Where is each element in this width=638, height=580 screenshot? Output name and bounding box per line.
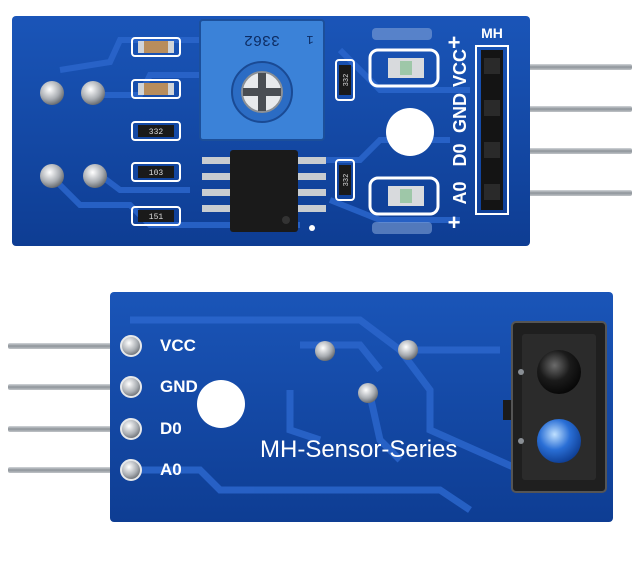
- ic-chip: [202, 150, 326, 232]
- top-label-d0: D0: [450, 143, 470, 166]
- resistor-3: 151: [131, 206, 181, 226]
- pin-d0: [500, 148, 632, 154]
- bottom-header-pins: [8, 343, 124, 473]
- top-label-gnd: GND: [450, 93, 470, 133]
- pin-d0-bottom: [8, 426, 124, 432]
- top-smd-components: 332 103 151 332 332: [131, 37, 355, 226]
- top-label-a0: A0: [450, 181, 470, 204]
- resistor-1: 332: [131, 121, 181, 141]
- top-mounting-hole: [386, 108, 434, 156]
- pin-a0-bottom: [8, 467, 124, 473]
- resistor-2-code: 103: [149, 169, 164, 178]
- blurred-label-bottom: [372, 222, 432, 234]
- top-header-pins: [500, 64, 632, 196]
- plus-top: +: [448, 30, 461, 55]
- bottom-mounting-hole: [197, 380, 245, 428]
- pin-a0: [500, 190, 632, 196]
- pot-pin-mark: 1: [306, 32, 313, 46]
- resistor-side-1: 332: [335, 59, 355, 101]
- side-resistor-2-code: 332: [343, 174, 351, 187]
- bottom-label-vcc: VCC: [160, 336, 196, 355]
- pot-code: 3362: [244, 31, 280, 48]
- plus-bottom: +: [448, 210, 461, 235]
- blurred-label-top: [372, 28, 432, 40]
- resistor-3-code: 151: [149, 213, 164, 222]
- top-header-housing: [475, 45, 509, 215]
- pin-gnd-bottom: [8, 384, 124, 390]
- cap-1: [131, 37, 181, 57]
- ir-emitter-led: [537, 419, 581, 463]
- bottom-traces: [130, 316, 522, 513]
- brand-label: MH: [481, 25, 503, 41]
- pin-gnd: [500, 106, 632, 112]
- side-resistor-1-code: 332: [343, 74, 351, 87]
- bottom-pin-pads: [120, 335, 142, 481]
- cap-2: [131, 79, 181, 99]
- top-solder-pads: [40, 81, 107, 188]
- resistor-1-code: 332: [149, 128, 164, 137]
- resistor-2: 103: [131, 162, 181, 182]
- bottom-label-a0: A0: [160, 460, 182, 479]
- bottom-solder-joints: [315, 340, 418, 403]
- power-led: [368, 48, 440, 88]
- top-board: 332 103 151 332 332: [12, 16, 632, 246]
- ir-sensor-housing: [503, 321, 607, 493]
- ir-receiver-led: [537, 350, 581, 394]
- potentiometer: 3362 1: [199, 19, 325, 141]
- pin-vcc-bottom: [8, 343, 124, 349]
- pin-vcc: [500, 64, 632, 70]
- bottom-label-d0: D0: [160, 419, 182, 438]
- bottom-board: VCC GND D0 A0 MH-Sensor-Series: [8, 292, 613, 522]
- resistor-side-2: 332: [335, 159, 355, 201]
- top-label-vcc: VCC: [450, 49, 470, 87]
- series-label: MH-Sensor-Series: [260, 436, 457, 463]
- bottom-label-gnd: GND: [160, 377, 198, 396]
- signal-led: [368, 176, 440, 216]
